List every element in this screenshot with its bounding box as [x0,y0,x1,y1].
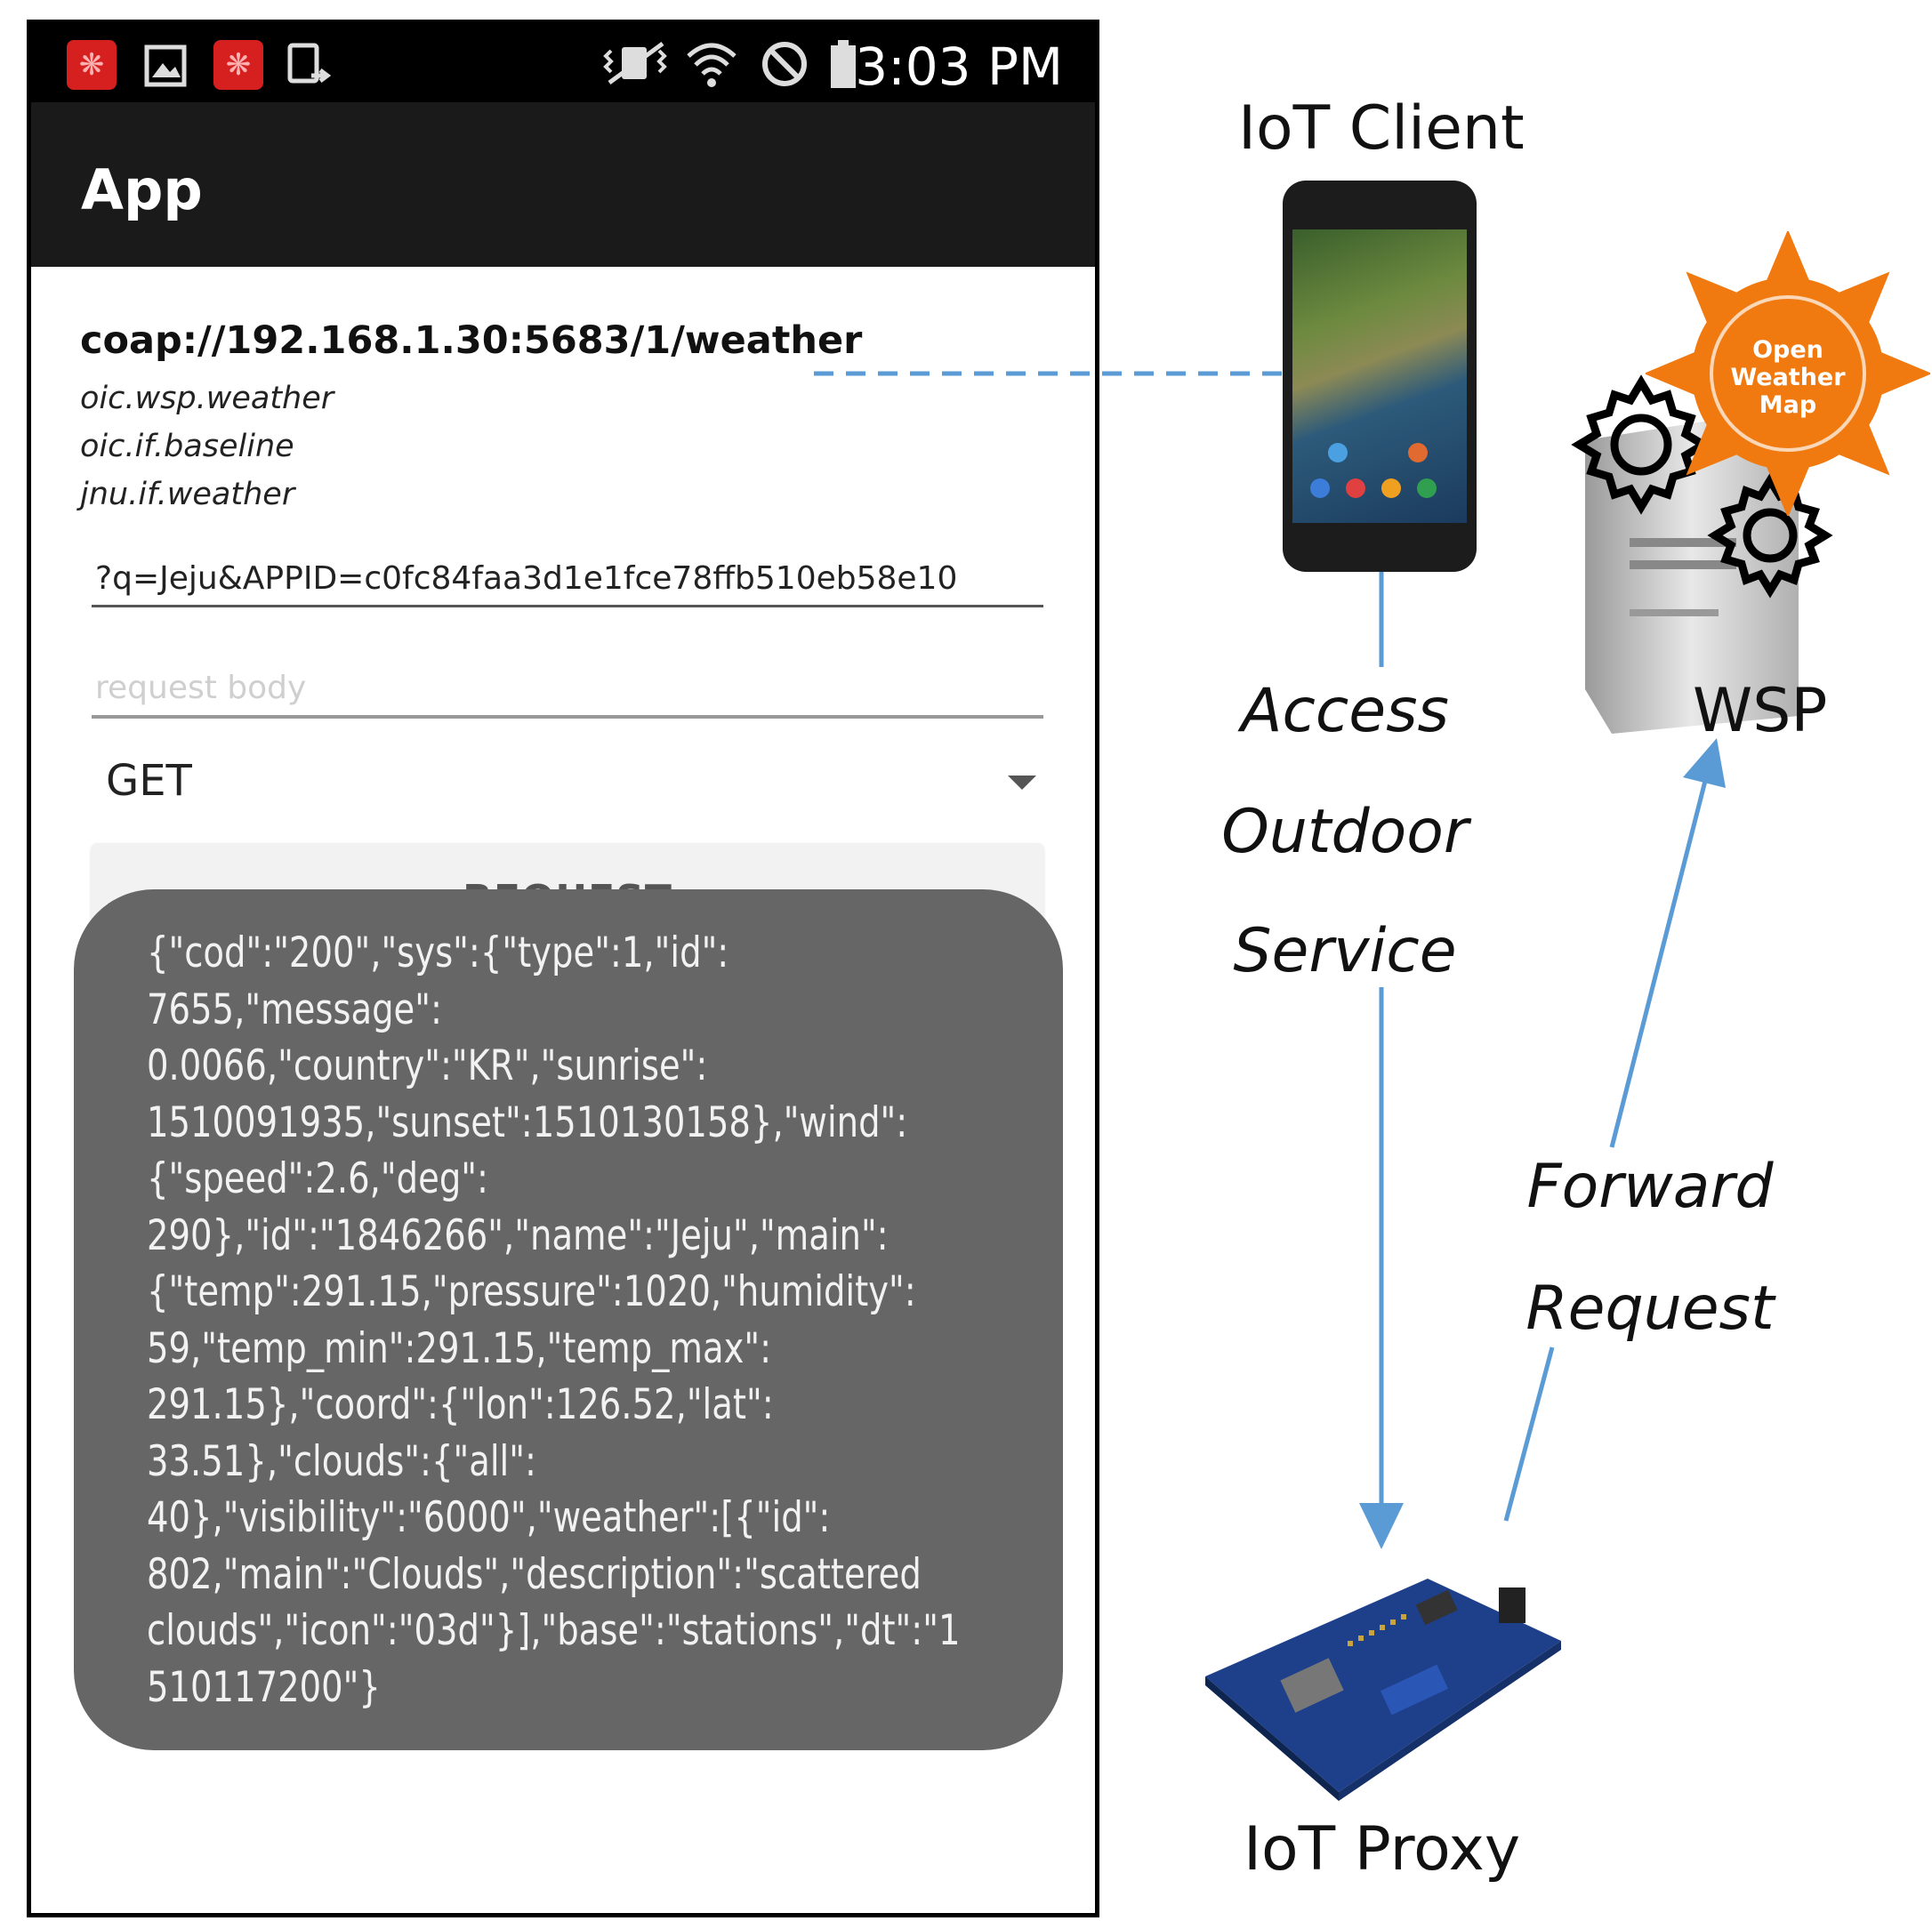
response-line: {"cod":"200","sys":{"type":1,"id": [147,928,729,977]
main-content: coap://192.168.1.30:5683/1/weather oic.w… [31,267,1095,1913]
app-bar: App [31,102,1095,267]
response-line: 0.0066,"country":"KR","sunrise": [147,1041,708,1090]
response-text: {"cod":"200","sys":{"type":1,"id": 7655,"… [147,925,961,1716]
resource-interface: jnu.if.weather [80,477,295,512]
logo-line: Weather [1730,364,1846,391]
response-toast: {"cod":"200","sys":{"type":1,"id": 7655,"… [74,889,1063,1750]
method-selected: GET [106,756,192,806]
request-label: Request [1525,1274,1775,1344]
forward-arrow-lower [1503,1346,1555,1522]
openweathermap-logo [1646,231,1930,516]
app-screenshot: ❋ ❋ 3:03 PM App [27,20,1099,1917]
forward-arrow-upper [1609,780,1708,1148]
battery-icon [831,40,856,88]
response-line: 802,"main":"Clouds","description":"scatt… [147,1549,922,1599]
service-label: Service [1233,916,1457,986]
access-label: Access [1241,676,1449,746]
logo-line: Open [1752,336,1823,364]
response-line: {"temp":291.15,"pressure":1020,"humidity… [147,1267,916,1316]
response-line: 510117200"} [147,1662,381,1712]
wifi-icon [687,43,737,87]
resource-type: oic.wsp.weather [80,381,334,416]
iot-client-label: IoT Client [1238,93,1525,164]
iot-board-image [1205,1579,1561,1801]
query-input[interactable] [92,551,1043,607]
logo-line: Map [1759,391,1817,419]
openweathermap-logo-text: Open Weather Map [1712,336,1864,419]
vibrate-icon [603,41,667,85]
response-line: clouds","icon":"03d"}],"base":"stations"… [147,1606,961,1655]
response-line: 290},"id":"1846266","name":"Jeju","main"… [147,1210,889,1260]
access-arrowhead [1359,1503,1404,1549]
response-line: 291.15},"coord":{"lon":126.52,"lat": [147,1380,774,1429]
resource-interface: oic.if.baseline [80,429,294,464]
method-dropdown[interactable]: GET [92,738,1040,818]
forward-label: Forward [1526,1152,1774,1222]
clock: 3:03 PM [855,36,1063,97]
screen-cast-icon [287,43,332,84]
dropdown-arrow-icon [1008,776,1036,790]
response-line: 1510091935,"sunset":1510130158},"wind": [147,1097,908,1147]
response-line: {"speed":2.6,"deg": [147,1154,489,1203]
resource-uri: coap://192.168.1.30:5683/1/weather [80,318,863,363]
response-line: 40},"visibility":"6000","weather":[{"id"… [147,1493,831,1542]
image-icon [144,44,187,87]
app-title: App [81,157,203,222]
gear-icon [1707,472,1833,599]
response-line: 7655,"message": [147,985,442,1034]
iot-proxy-label: IoT Proxy [1244,1814,1521,1885]
request-body-input[interactable] [92,660,1043,719]
response-line: 33.51},"clouds":{"all": [147,1436,536,1486]
forward-arrowhead [1683,738,1726,788]
wsp-label: WSP [1693,676,1828,746]
gear-icon [1571,374,1711,515]
smartphone-image [1283,181,1477,572]
app-notification-icon: ❋ [213,40,263,90]
response-line: 59,"temp_min":291.15,"temp_max": [147,1323,772,1373]
outdoor-label: Outdoor [1221,797,1469,867]
app-notification-icon: ❋ [67,40,117,90]
do-not-disturb-icon [762,42,807,86]
phone-screen [1292,229,1467,523]
status-bar: ❋ ❋ 3:03 PM [31,24,1095,102]
